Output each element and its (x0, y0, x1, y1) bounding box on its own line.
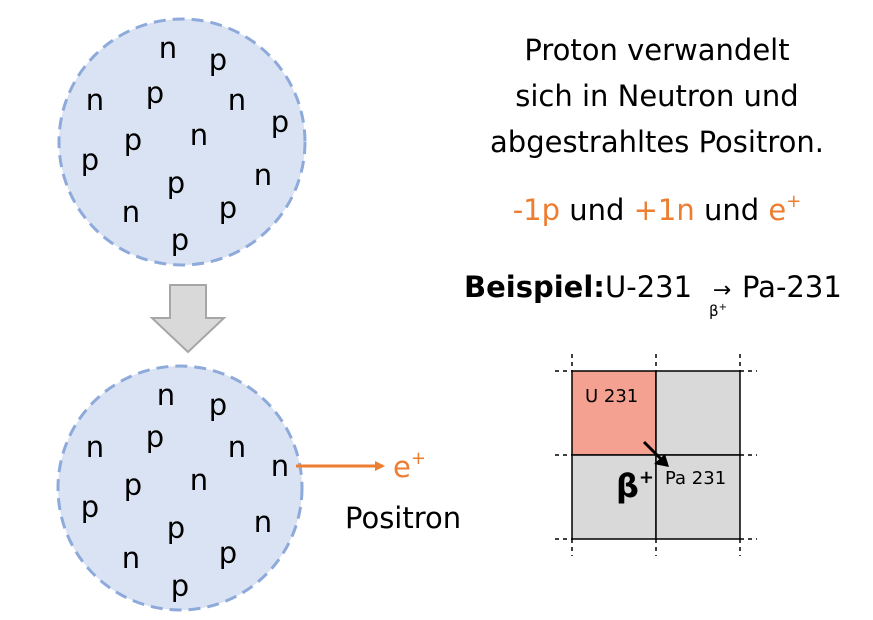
nucleus-before: n p p n n p p n p p n n p p (57, 17, 307, 267)
particle: n (254, 505, 272, 539)
description-line: abgestrahltes Positron. (490, 125, 824, 159)
particle: p (146, 420, 164, 454)
nucleus-after-circle (56, 364, 304, 612)
transition-arrow-down (149, 284, 227, 354)
particle: p (171, 223, 189, 257)
positron-symbol: e+ (393, 448, 426, 484)
particle: n (86, 83, 104, 117)
nucleus-before-circle (57, 17, 307, 267)
particle: p (124, 123, 142, 157)
cell-daughter (655, 454, 741, 540)
grid-dashed-lines (555, 354, 757, 556)
particle: p (124, 468, 142, 502)
particle: n (157, 378, 175, 412)
nucleus-after: n p p n n n p n p p n n p p (56, 364, 304, 612)
particle: n (86, 430, 104, 464)
particle: p (209, 388, 227, 422)
example-from: U-231 (605, 270, 692, 304)
decay-arrow (642, 440, 664, 462)
particle: p (167, 166, 185, 200)
particle: p (219, 536, 237, 570)
balance-equation: -1p und +1n und e+ (513, 191, 802, 227)
parent-nuclide-label: U 231 (585, 386, 638, 407)
particle: p (167, 511, 185, 545)
particle: p (81, 490, 99, 524)
positron-label: Positron (345, 501, 461, 535)
particle: n (122, 195, 140, 229)
particle: p (219, 191, 237, 225)
particle: n (190, 118, 208, 152)
particle: n (228, 430, 246, 464)
description-line: sich in Neutron und (515, 79, 798, 113)
particle: p (81, 143, 99, 177)
particle: n (190, 463, 208, 497)
cell-left-bottom (571, 454, 657, 540)
particle: p (209, 43, 227, 77)
particle: n (159, 31, 177, 65)
particle: n (228, 83, 246, 117)
particle: p (146, 76, 164, 110)
highlight-particle: n (271, 449, 289, 483)
particle: p (171, 569, 189, 603)
particle: n (122, 541, 140, 575)
example-arrow-sub: β+ (709, 302, 727, 320)
cell-right-top (655, 370, 741, 456)
decay-arrow-head (654, 454, 669, 467)
nuclide-chart: U 231 Pa 231 β+ (555, 354, 757, 556)
cell-parent (571, 370, 657, 456)
decay-symbol: β+ (616, 467, 654, 505)
highlight-particle: p (271, 105, 289, 139)
daughter-nuclide-label: Pa 231 (665, 468, 726, 489)
particle: n (254, 158, 272, 192)
example-to: Pa-231 (742, 270, 842, 304)
example-prefix: Beispiel: (464, 270, 605, 304)
description-line: Proton verwandelt (524, 33, 789, 67)
example-arrow: → (713, 278, 731, 303)
